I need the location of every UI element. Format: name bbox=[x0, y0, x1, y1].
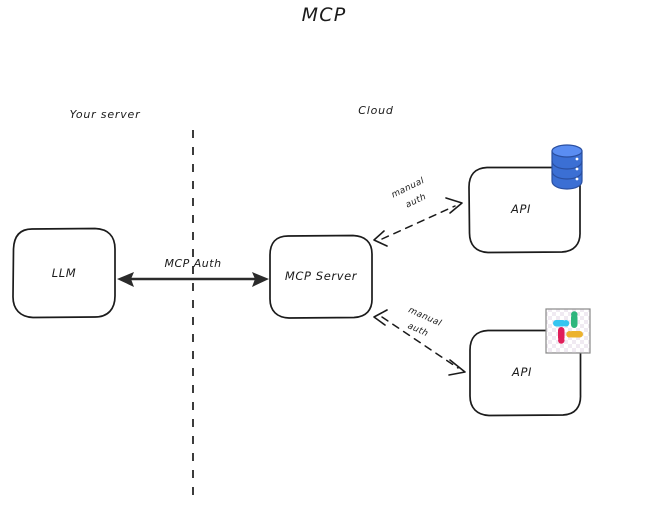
edge-mcp-server-api-top: manual auth bbox=[373, 176, 463, 247]
diagram-title: MCP bbox=[302, 4, 347, 26]
arrowhead-to-mcp-server-bottom bbox=[373, 309, 388, 326]
arrowhead-to-api-top bbox=[445, 197, 463, 214]
node-api-top[interactable]: API bbox=[468, 166, 581, 254]
edge-mcp-api-bottom-label-line2: auth bbox=[406, 321, 430, 339]
edge-llm-mcp-server-label: MCP Auth bbox=[164, 257, 221, 270]
zone-label-your-server: Your server bbox=[70, 108, 142, 121]
arrowhead-to-api-bottom bbox=[448, 359, 466, 376]
edge-mcp-api-top-label-line2: auth bbox=[404, 192, 428, 210]
node-llm[interactable]: LLM bbox=[12, 227, 116, 319]
edge-llm-mcp-server: MCP Auth bbox=[117, 257, 269, 287]
node-mcp-server[interactable]: MCP Server bbox=[269, 234, 373, 319]
node-api-top-label: API bbox=[510, 202, 531, 216]
node-mcp-server-label: MCP Server bbox=[285, 269, 358, 283]
node-api-bottom-label: API bbox=[511, 365, 532, 379]
slack-icon bbox=[545, 308, 591, 354]
arrowhead-right bbox=[252, 272, 269, 287]
node-llm-label: LLM bbox=[52, 266, 77, 280]
arrowhead-to-mcp-server-top bbox=[373, 230, 388, 247]
edge-mcp-server-api-bottom: manual auth bbox=[373, 305, 466, 376]
database-icon bbox=[551, 144, 583, 190]
arrowhead-left bbox=[117, 272, 134, 287]
zone-label-cloud: Cloud bbox=[358, 104, 394, 117]
